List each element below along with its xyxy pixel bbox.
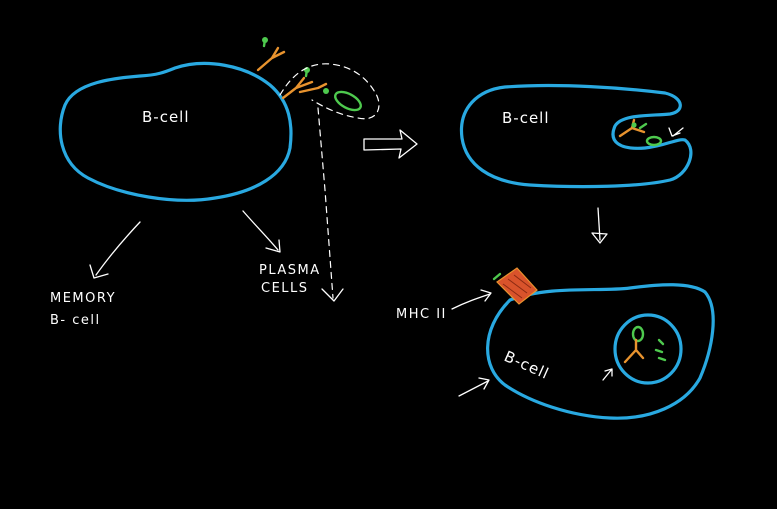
binding-zoom-outline (279, 63, 380, 120)
antigen-blob-icon (334, 90, 362, 112)
mhc-pointer-arrow (451, 293, 491, 310)
surface-pointer-arrow (458, 380, 489, 397)
mhc-label: MHC II (396, 307, 447, 322)
plasma-label-line2: CELLS (261, 281, 309, 296)
main-b-cell-label: B-cell (142, 108, 190, 126)
antibody-icon (281, 67, 329, 100)
antigen-blob-icon (645, 135, 663, 147)
memory-label-line1: MEMORY (50, 291, 116, 306)
presenting-b-cell-label: B-cell (501, 347, 552, 383)
to-memory-arrow (89, 221, 141, 279)
mhc-receptor-icon (492, 267, 538, 305)
antigen-fragments-icon (654, 338, 667, 362)
dashed-arrowhead (321, 288, 344, 302)
to-plasma-arrow (242, 210, 281, 253)
endocytosing-b-cell-membrane (459, 83, 693, 189)
antibody-icon (623, 338, 645, 364)
endosome-membrane (613, 313, 683, 385)
bold-right-arrow-icon (363, 129, 418, 159)
antibody-icon (256, 37, 286, 72)
memory-label-line2: B- cell (50, 313, 101, 328)
inward-arrow-icon (668, 127, 684, 137)
stage-binding: B-cell (58, 37, 380, 302)
presenting-b-cell-membrane (486, 283, 715, 420)
plasma-label-line1: PLASMA (259, 263, 321, 278)
binding-zoom-lead (317, 107, 334, 299)
main-b-cell-membrane (58, 61, 293, 202)
small-arrow-icon (602, 368, 613, 381)
antibody-icon (618, 118, 648, 138)
down-arrow-icon (591, 207, 608, 244)
stage-presentation: B-cell MHC II (396, 267, 715, 420)
endocytosis-b-cell-label: B-cell (502, 109, 550, 127)
stage-endocytosis: B-cell (459, 83, 693, 189)
antigen-blob-icon (631, 325, 645, 343)
